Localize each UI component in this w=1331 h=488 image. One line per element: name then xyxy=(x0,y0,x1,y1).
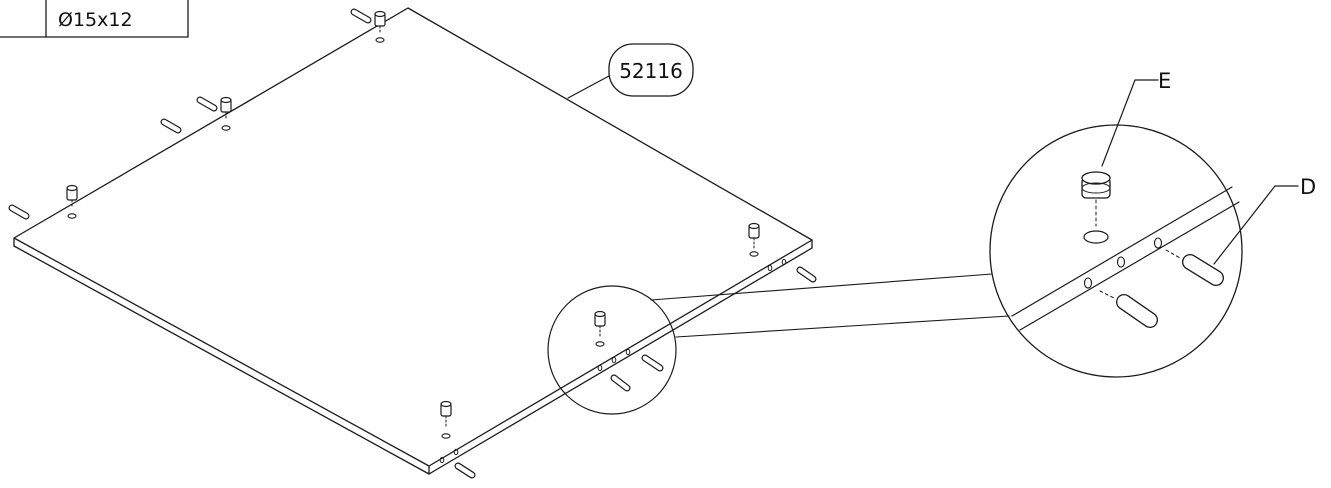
dowel-icon xyxy=(454,462,476,479)
cam-lock-icon xyxy=(1081,171,1111,244)
dowel-icon xyxy=(610,374,631,392)
dowel-icon xyxy=(641,354,664,372)
callout-d: D xyxy=(1213,175,1316,265)
edge-holes xyxy=(439,258,787,464)
spec-dimension-text: Ø15x12 xyxy=(58,9,133,31)
dowel-icon xyxy=(8,204,30,220)
cam-lock-icon xyxy=(748,222,760,257)
spec-box: Ø15x12 xyxy=(0,0,189,38)
dowel-icon xyxy=(160,118,182,134)
dowel-icon xyxy=(1165,249,1224,286)
detail-connector xyxy=(650,273,993,301)
detail-circle-small xyxy=(547,285,677,415)
cam-lock-icon xyxy=(440,400,452,439)
dowel-icon xyxy=(350,8,372,24)
callout-e-label: E xyxy=(1158,69,1171,93)
detail-circle-large xyxy=(989,124,1243,378)
part-number-callout: 52116 xyxy=(567,43,694,99)
detail-connector xyxy=(675,315,1010,338)
callout-e: E xyxy=(1101,69,1171,167)
cam-lock-icon xyxy=(220,96,232,131)
cam-lock-icon xyxy=(374,10,386,43)
dowel-icon xyxy=(196,96,218,112)
cam-lock-icon xyxy=(594,310,606,347)
panel xyxy=(13,7,813,475)
callout-d-label: D xyxy=(1300,175,1316,199)
dowel-icon xyxy=(1099,290,1158,328)
cam-lock-icon xyxy=(66,184,78,219)
dowel-icon xyxy=(796,266,817,283)
part-number-text: 52116 xyxy=(619,59,683,83)
